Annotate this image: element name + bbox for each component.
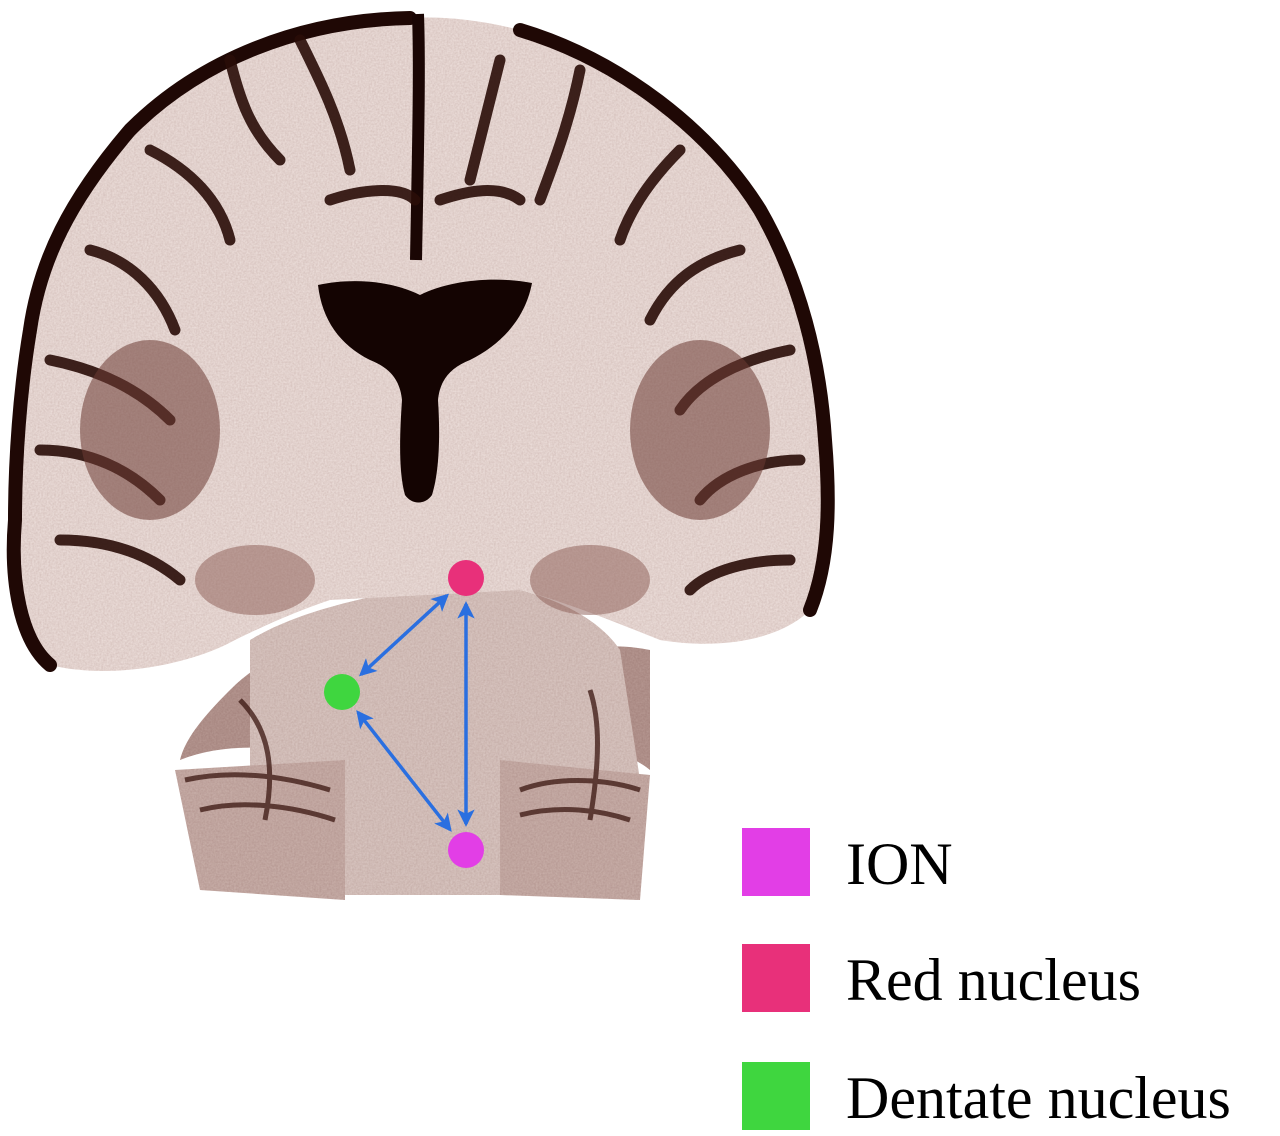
insular-region: [80, 340, 770, 520]
nucleus-markers: [324, 560, 484, 868]
dentate-nucleus-marker: [324, 674, 360, 710]
connection-arrows: [356, 593, 475, 832]
legend-label-dentate-nucleus: Dentate nucleus: [846, 1065, 1231, 1131]
lateral-ventricles: [318, 279, 532, 503]
legend-label-red-nucleus: Red nucleus: [846, 947, 1141, 1013]
legend-label-ion: ION: [846, 831, 953, 897]
cerebellar-fissures: [184, 689, 641, 823]
red-nucleus-marker: [448, 560, 484, 596]
ion-marker: [448, 832, 484, 868]
legend-swatch-red-nucleus: [742, 944, 810, 1012]
legend: ION Red nucleus Dentate nucleus: [742, 828, 1231, 1131]
temporal-horn-shadows: [195, 545, 650, 615]
legend-swatch-ion: [742, 828, 810, 896]
brain-section-image: [6, 11, 835, 900]
longitudinal-fissure: [410, 13, 425, 261]
cerebellar-folia: [175, 760, 650, 900]
arrow-dentate-nucleus-to-ion: [356, 710, 452, 832]
legend-swatch-dentate-nucleus: [742, 1062, 810, 1130]
arrow-red-nucleus-to-dentate-nucleus: [358, 593, 450, 677]
